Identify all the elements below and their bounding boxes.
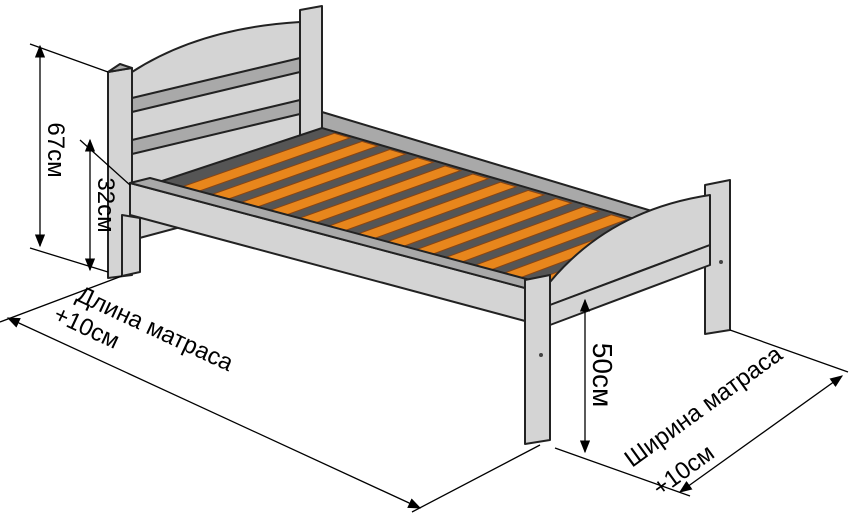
dim-extension <box>79 139 131 186</box>
headboard-left-post-side <box>107 63 133 73</box>
label-footboard-height: 50см <box>587 343 618 407</box>
footboard-panel <box>549 194 711 306</box>
dim-extension <box>0 275 123 323</box>
bolt-icon <box>719 260 723 264</box>
dim-extension <box>411 444 541 513</box>
dim-line-length <box>6 317 422 509</box>
dim-line-width <box>678 375 844 493</box>
label-headboard-height: 67см <box>42 122 69 177</box>
footboard-left-post <box>524 274 551 445</box>
dim-extension <box>29 247 109 273</box>
bolt-icon <box>539 353 543 357</box>
dim-extension <box>29 43 109 73</box>
dim-extension <box>729 329 849 373</box>
dim-extension <box>554 447 691 497</box>
label-rail-height: 32см <box>92 177 119 232</box>
headboard-left-leg <box>121 214 141 277</box>
